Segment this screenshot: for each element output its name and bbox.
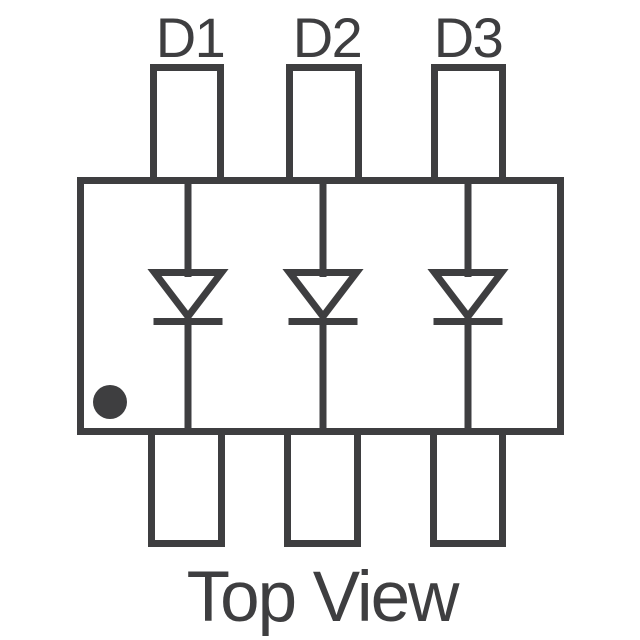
diode-1-symbol — [147, 178, 229, 433]
top-pin-3 — [431, 64, 506, 184]
top-pin-2 — [286, 64, 362, 184]
pin1-indicator-dot-icon — [93, 385, 127, 419]
diode-2-triangle — [282, 269, 364, 323]
caption-top-view: Top View — [186, 558, 460, 637]
diode-1-triangle — [147, 269, 229, 323]
top-pin-1 — [150, 64, 224, 184]
diode-3-label: D3 — [433, 6, 504, 69]
diode-1-label: D1 — [155, 6, 226, 69]
diode-3-symbol — [427, 178, 509, 433]
bottom-pin-1 — [148, 428, 225, 547]
bottom-pin-2 — [284, 428, 361, 547]
diode-2-symbol — [282, 178, 364, 433]
diode-2-label: D2 — [292, 6, 363, 69]
diode-3-triangle — [427, 269, 509, 323]
bottom-pin-3 — [430, 428, 506, 547]
